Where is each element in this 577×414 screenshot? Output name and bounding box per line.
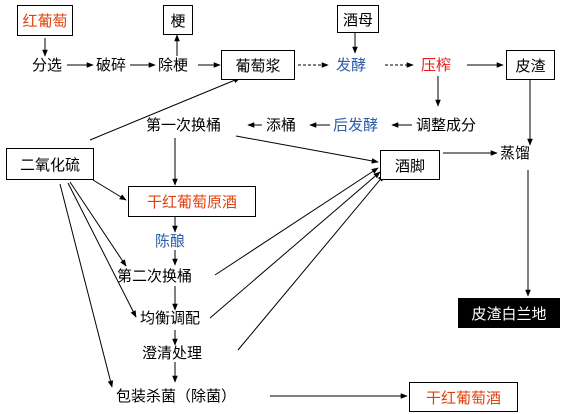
- node-first-racking: 第一次换桶: [146, 116, 222, 134]
- node-fermentation: 发酵: [336, 56, 367, 74]
- node-second-racking: 第二次换桶: [117, 267, 193, 285]
- node-clarification: 澄清处理: [142, 344, 203, 362]
- node-dry-red-wine: 干红葡萄酒: [409, 382, 518, 412]
- node-balancing-blending: 均衡调配: [140, 309, 201, 327]
- node-post-fermentation: 后发酵: [333, 116, 379, 134]
- arrow-second-to-lees: [214, 167, 379, 276]
- node-lees: 酒脚: [380, 150, 440, 180]
- arrow-so2-to-balancing: [67, 182, 137, 318]
- node-grape-must: 葡萄浆: [221, 50, 295, 80]
- node-dry-red-base-wine: 干红葡萄原酒: [128, 186, 256, 217]
- node-red-grape: 红葡萄: [17, 5, 73, 36]
- node-destemming: 除梗: [158, 56, 189, 74]
- arrow-first-to-lees: [235, 135, 379, 164]
- node-adjust-composition: 调整成分: [416, 116, 477, 134]
- node-stem: 梗: [163, 5, 193, 35]
- node-pressing: 压榨: [421, 56, 452, 74]
- arrow-balancing-to-lees: [209, 171, 381, 319]
- node-add-barrel: 添桶: [266, 116, 297, 134]
- arrow-so2-to-second: [69, 181, 127, 267]
- node-distillation: 蒸馏: [500, 144, 531, 162]
- node-pomace: 皮渣: [506, 50, 555, 80]
- arrow-clarification-to-lees: [237, 174, 385, 351]
- node-yeast: 酒母: [337, 5, 379, 33]
- node-pomace-brandy: 皮渣白兰地: [458, 298, 560, 328]
- arrow-so2-to-packaging: [59, 183, 114, 388]
- node-packaging-sterilization: 包装杀菌（除菌）: [116, 387, 237, 405]
- node-crushing: 破碎: [96, 56, 127, 74]
- arrow-so2-to-base: [92, 179, 127, 201]
- node-sulfur-dioxide: 二氧化硫: [6, 148, 94, 180]
- node-aging: 陈酿: [155, 232, 186, 250]
- node-sorting: 分选: [32, 56, 63, 74]
- arrow-so2-to-must: [89, 77, 241, 141]
